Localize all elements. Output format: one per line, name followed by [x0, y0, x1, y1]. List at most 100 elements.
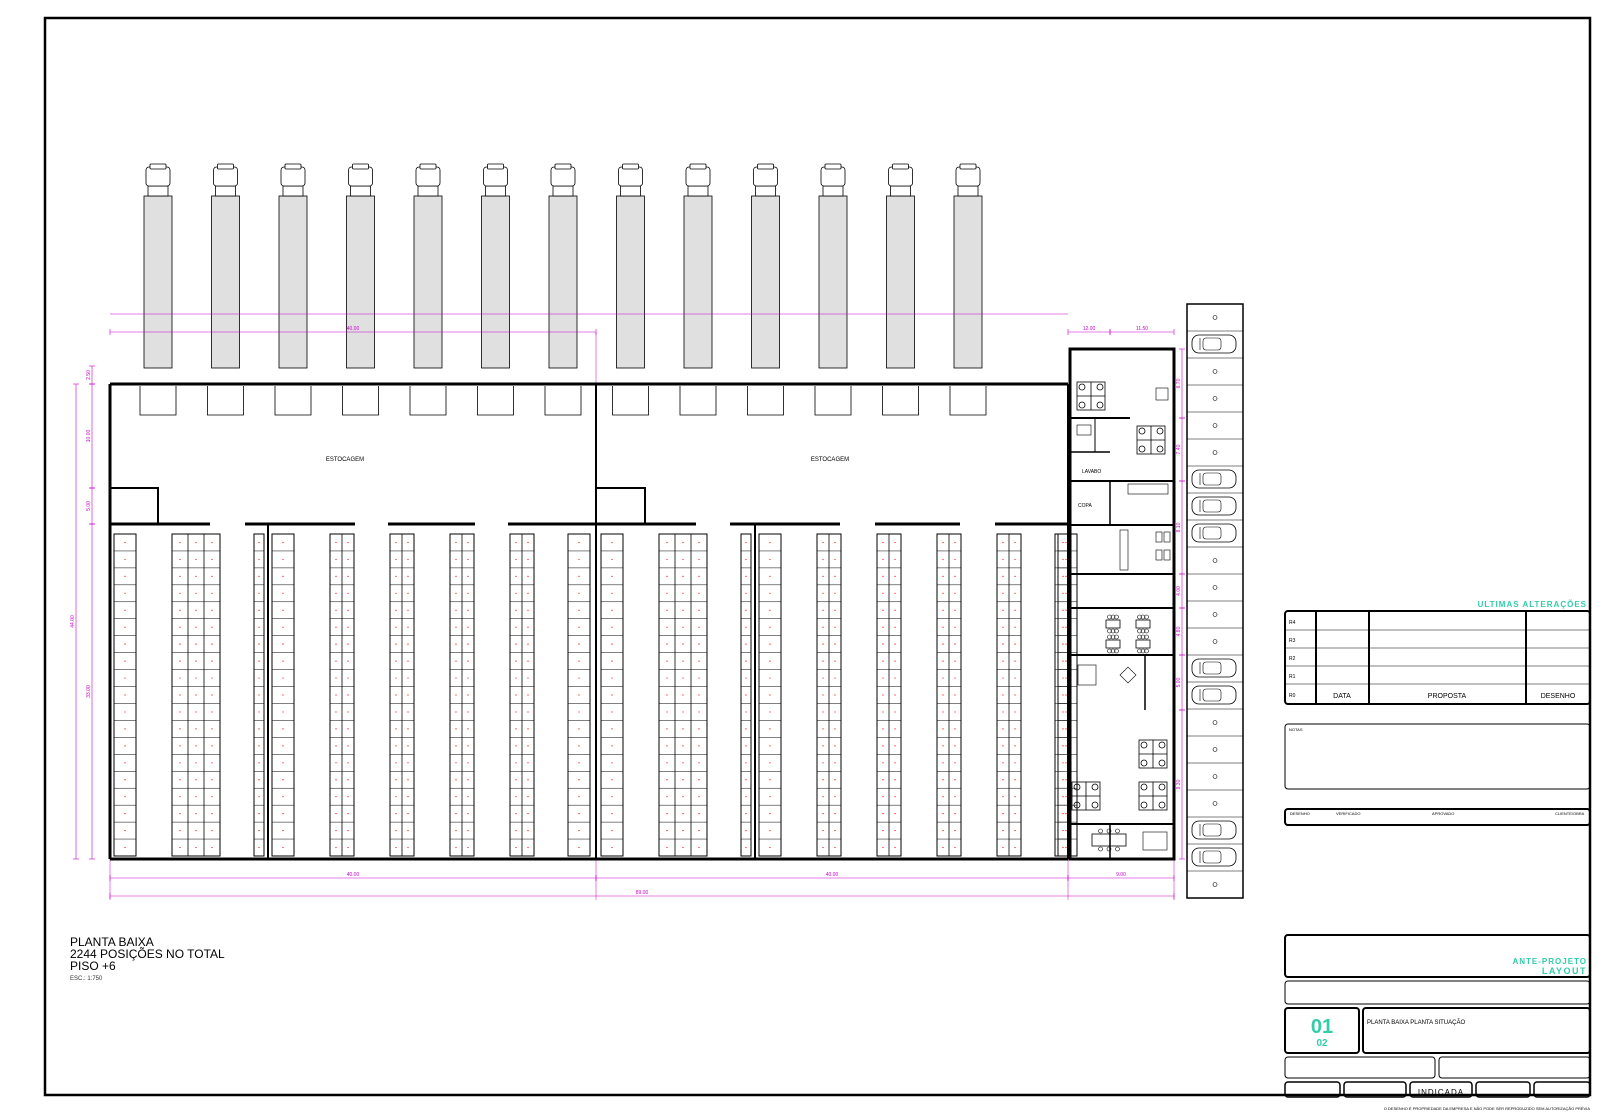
- rack-position: [258, 694, 260, 696]
- rack-position: [682, 796, 684, 798]
- dock-door: [207, 386, 244, 416]
- rack-position: [1065, 762, 1067, 764]
- dim-label: 7.40: [1176, 444, 1182, 454]
- rack-position: [1014, 592, 1016, 594]
- rack-position: [578, 694, 580, 696]
- rack-position: [822, 829, 824, 832]
- chair: [1106, 846, 1112, 852]
- rack-position: [942, 829, 944, 832]
- rack-position: [682, 762, 684, 764]
- chair: [1107, 648, 1112, 654]
- rack-position: [407, 762, 409, 764]
- rack-position: [195, 846, 197, 849]
- rack-position: [282, 711, 284, 713]
- rack-frame: [600, 533, 624, 857]
- rack-position: [335, 762, 337, 764]
- workstation-cluster: [1138, 739, 1168, 769]
- rack-position: [834, 558, 836, 561]
- rack-position: [894, 829, 896, 832]
- rack-position: [407, 592, 409, 594]
- rack-position: [611, 813, 613, 815]
- rack-position: [942, 813, 944, 815]
- rack-position: [527, 779, 529, 781]
- rack-position: [282, 626, 284, 628]
- rack-position: [282, 558, 284, 561]
- rack-position: [1062, 762, 1064, 764]
- rack-position: [195, 762, 197, 764]
- rev-row-r1: R1: [1289, 674, 1296, 680]
- rack-position: [698, 677, 700, 679]
- rack-position: [894, 592, 896, 594]
- dock-door: [747, 386, 784, 416]
- truck-bumper: [892, 163, 909, 170]
- rack-position: [942, 677, 944, 679]
- rack-position: [769, 745, 771, 747]
- car-roof: [1202, 823, 1222, 837]
- rack-position: [515, 558, 517, 561]
- rack-position: [515, 643, 517, 645]
- rack-position: [822, 779, 824, 781]
- rack-position: [515, 575, 517, 577]
- rack-position: [1014, 779, 1016, 781]
- chair: [1091, 783, 1099, 791]
- rack-position: [335, 796, 337, 798]
- rack-position: [211, 813, 213, 815]
- rack-position: [954, 558, 956, 561]
- rack-position: [942, 694, 944, 696]
- rack-position: [698, 728, 700, 730]
- rack-position: [834, 660, 836, 662]
- rack-position: [769, 779, 771, 781]
- rack-position: [698, 609, 700, 611]
- rack-position: [455, 643, 457, 645]
- rack-position: [1062, 796, 1064, 798]
- rack-position: [882, 779, 884, 781]
- chair: [1137, 648, 1142, 654]
- rack-position: [124, 796, 126, 798]
- rack-position: [211, 779, 213, 781]
- rack-position: [578, 558, 580, 561]
- truck-cab: [348, 166, 373, 187]
- dim-label: 40.00: [347, 326, 360, 332]
- rack-position: [894, 762, 896, 764]
- rack-position: [527, 796, 529, 798]
- rack-position: [395, 829, 397, 832]
- rack-position: [407, 558, 409, 561]
- dim-label: 89.00: [636, 890, 649, 896]
- rack-position: [666, 626, 668, 628]
- rack-position: [455, 813, 457, 815]
- rack-position: [179, 592, 181, 594]
- rack-position: [745, 677, 747, 679]
- rack-position: [834, 762, 836, 764]
- truck-hitch: [957, 185, 979, 197]
- rack-position: [942, 846, 944, 849]
- rack-position: [195, 609, 197, 611]
- chair: [1115, 828, 1120, 834]
- chair: [1140, 628, 1146, 634]
- rack-position: [258, 762, 260, 764]
- storage-label-right: ESTOCAGEM: [811, 457, 849, 463]
- rack-position: [335, 846, 337, 849]
- rack-position: [195, 745, 197, 747]
- rack-position: [611, 677, 613, 679]
- rack-position: [822, 609, 824, 611]
- rack-position: [578, 643, 580, 645]
- rack-position: [1065, 660, 1067, 662]
- rack-position: [258, 575, 260, 577]
- chair: [1138, 427, 1146, 435]
- sink: [1076, 424, 1092, 436]
- rack-position: [124, 762, 126, 764]
- rack-position: [834, 575, 836, 577]
- rack-position: [745, 626, 747, 628]
- rack-position: [467, 541, 469, 544]
- rack-position: [894, 846, 896, 849]
- parking-marker: [1212, 720, 1218, 725]
- rack-position: [1002, 694, 1004, 696]
- rack-position: [682, 643, 684, 645]
- rack-position: [1014, 558, 1016, 561]
- chair: [1107, 628, 1112, 634]
- meeting-table: [1105, 614, 1121, 634]
- dim-label: 44.00: [70, 615, 76, 628]
- rack-position: [282, 592, 284, 594]
- rack-position: [1002, 745, 1004, 747]
